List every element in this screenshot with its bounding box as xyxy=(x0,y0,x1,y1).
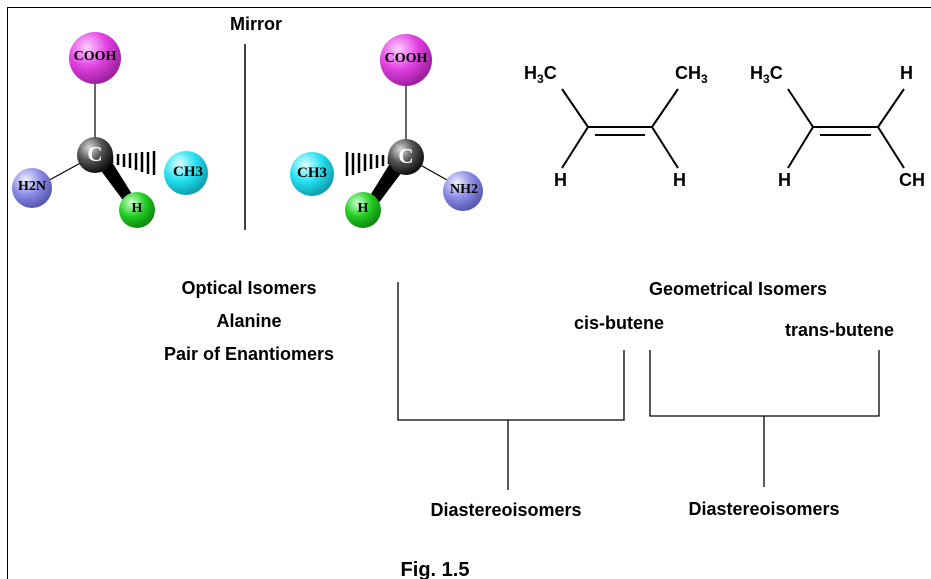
cis-butene-structure xyxy=(561,88,679,169)
cis-butene-label: cis-butene xyxy=(573,313,665,333)
cooh-atom-right xyxy=(380,34,432,86)
amine-atom-left xyxy=(12,168,52,208)
trans-top-left-group: H3C xyxy=(750,63,783,86)
alanine-right-molecule xyxy=(290,34,483,228)
carbon-label-left: C xyxy=(87,142,103,166)
hydrogen-label-left: H xyxy=(131,201,143,216)
cooh-label-left: COOH xyxy=(73,49,117,64)
trans-bottom-left-group: H xyxy=(778,170,791,190)
cis-top-left-group: H3C xyxy=(524,63,557,86)
diastereo-bracket-left xyxy=(397,282,625,490)
methyl-atom-right xyxy=(290,152,334,196)
geometrical-isomers-title: Geometrical Isomers xyxy=(648,279,828,299)
carbon-atom-left xyxy=(77,137,113,173)
alanine-left-molecule xyxy=(12,32,208,228)
optical-isomers-title: Optical Isomers xyxy=(181,278,317,298)
hydrogen-atom-left xyxy=(119,192,155,228)
hash-bond-left xyxy=(110,151,156,175)
carbon-label-right: C xyxy=(398,144,414,168)
methyl-label-left: CH3 xyxy=(173,164,203,180)
amine-atom-right xyxy=(443,171,483,211)
cooh-atom-left xyxy=(69,32,121,84)
diastereoisomers-label-left: Diastereoisomers xyxy=(430,500,582,520)
trans-top-right-group: H xyxy=(900,63,913,83)
hash-bond-right xyxy=(345,152,391,176)
cis-bottom-left-group: H xyxy=(554,170,567,190)
trans-bottom-right-group: CH xyxy=(899,170,925,190)
methyl-label-right: CH3 xyxy=(297,165,327,181)
alanine-label: Alanine xyxy=(216,311,282,331)
figure-border xyxy=(7,7,931,579)
hydrogen-label-right: H xyxy=(357,201,369,216)
trans-butene-label: trans-butene xyxy=(785,320,895,340)
carbon-atom-right xyxy=(388,139,424,175)
trans-butene-structure xyxy=(787,88,905,169)
cis-bottom-right-group: H xyxy=(673,170,686,190)
enantiomers-label: Pair of Enantiomers xyxy=(163,344,335,364)
amine-label-right: NH2 xyxy=(450,182,478,197)
diastereo-bracket-right xyxy=(649,350,880,487)
diastereoisomers-label-right: Diastereoisomers xyxy=(688,499,840,519)
methyl-atom-left xyxy=(164,151,208,195)
cis-top-right-group: CH3 xyxy=(675,63,708,86)
cooh-label-right: COOH xyxy=(384,51,428,66)
figure-caption: Fig. 1.5 xyxy=(400,559,470,579)
hydrogen-atom-right xyxy=(345,192,381,228)
amine-label-left: H2N xyxy=(18,179,46,194)
mirror-label: Mirror xyxy=(229,14,283,34)
